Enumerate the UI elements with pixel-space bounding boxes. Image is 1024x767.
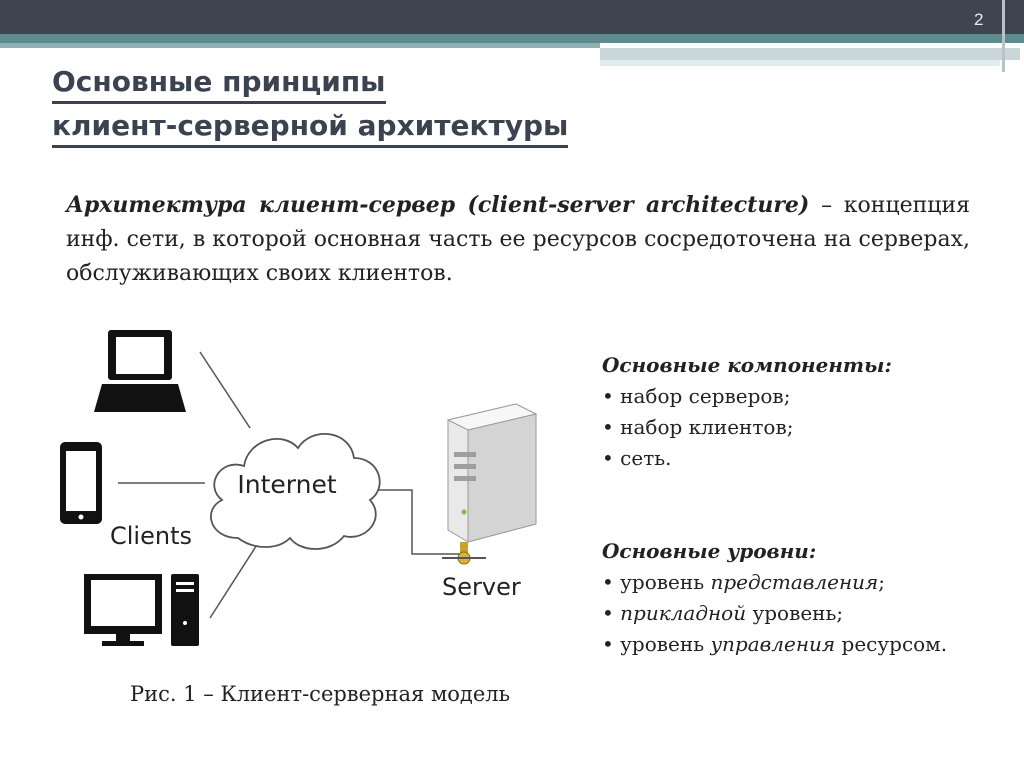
cloud-label: Internet (237, 470, 336, 499)
levels-list: уровень представления; прикладной уровен… (602, 567, 947, 660)
header-bar (0, 0, 1024, 34)
levels-section: Основные уровни: уровень представления; … (602, 536, 947, 660)
server-connection-line (375, 489, 468, 555)
connection-line (209, 539, 261, 619)
connection-line (199, 351, 251, 429)
components-heading: Основные компоненты: (602, 353, 892, 377)
header-stripe (600, 48, 1020, 60)
figure-caption: Рис. 1 – Клиент-серверная модель (130, 682, 511, 706)
server-tower-icon (446, 403, 538, 543)
header-stripe (0, 43, 600, 48)
server-label: Server (442, 573, 521, 601)
definition-term: Архитектура клиент-сервер (client-server… (66, 192, 810, 218)
definition-text: – концепция инф. сети, в которой основна… (66, 193, 970, 286)
header-stripe (600, 60, 1000, 66)
cloud-icon (210, 433, 381, 550)
clients-label: Clients (110, 522, 192, 550)
laptop-icon (94, 330, 186, 412)
list-item: уровень представления; (602, 567, 947, 598)
list-item: уровень управления ресурсом. (602, 629, 947, 660)
slide-title-line-2: клиент-серверной архитектуры (52, 107, 569, 148)
header-corner-line (1002, 0, 1005, 72)
list-item: набор серверов; (602, 381, 892, 412)
components-list: набор серверов; набор клиентов; сеть. (602, 381, 892, 474)
header-stripe (0, 34, 1024, 43)
components-section: Основные компоненты: набор серверов; наб… (602, 350, 892, 474)
definition-paragraph: Архитектура клиент-сервер (client-server… (66, 188, 970, 291)
smartphone-icon (60, 442, 102, 524)
levels-heading: Основные уровни: (602, 539, 817, 563)
desktop-computer-icon (84, 574, 199, 646)
network-connector-icon (442, 542, 486, 565)
slide-title: Основные принципы клиент-серверной архит… (52, 60, 569, 148)
slide-title-line-1: Основные принципы (52, 63, 386, 104)
list-item: прикладной уровень; (602, 598, 947, 629)
client-server-diagram: Internet Clients Server (60, 330, 538, 646)
slide-number: 2 (974, 10, 984, 29)
list-item: сеть. (602, 443, 892, 474)
list-item: набор клиентов; (602, 412, 892, 443)
